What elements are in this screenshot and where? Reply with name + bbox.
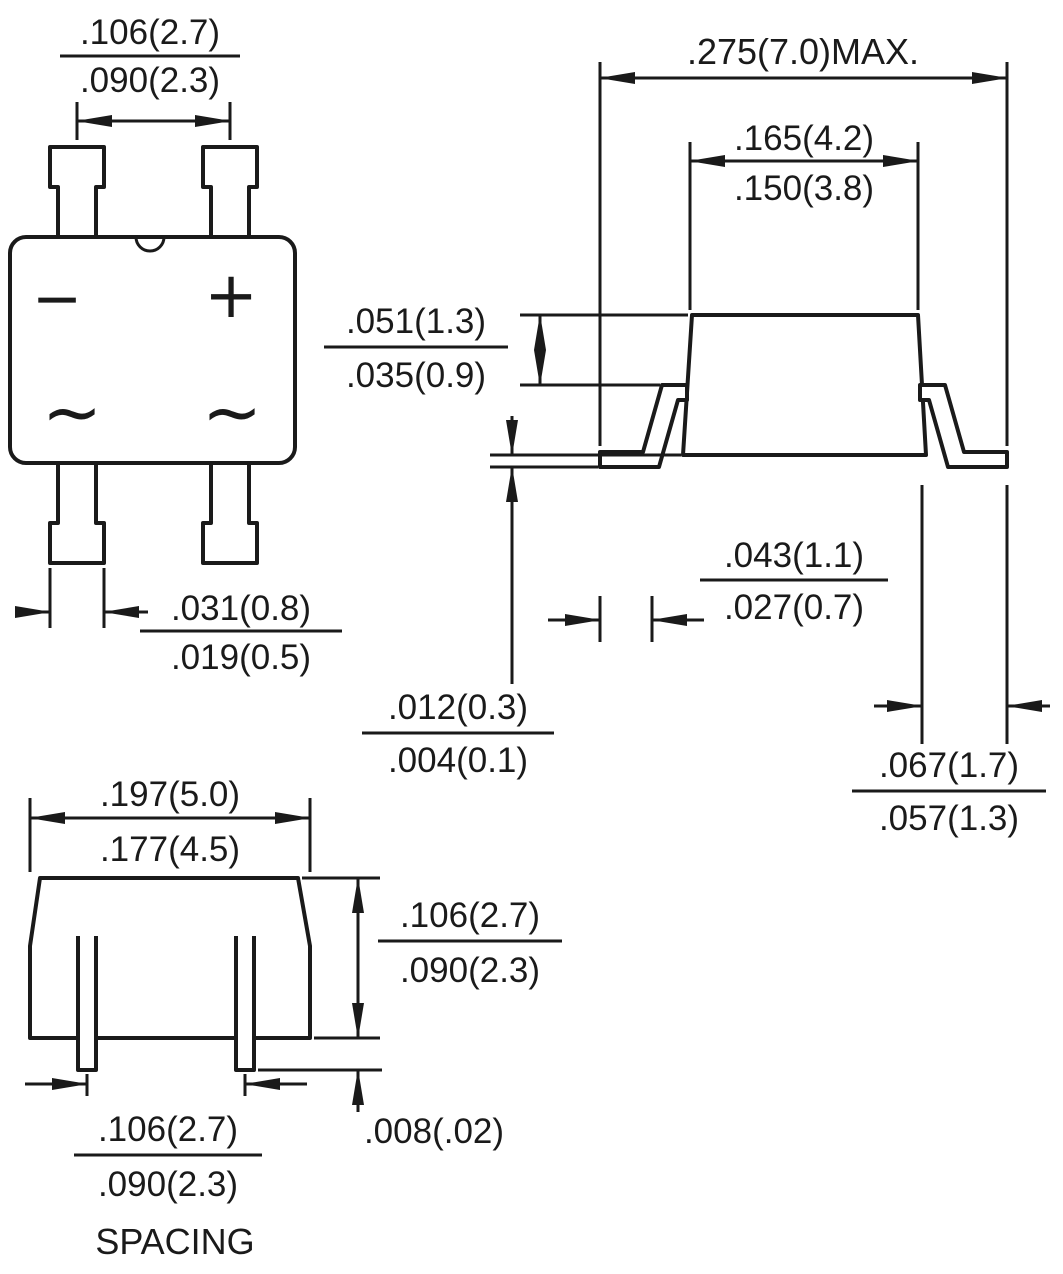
dim-height-min: .090(2.3) bbox=[400, 951, 540, 990]
ac-mark: ~ bbox=[202, 370, 262, 454]
package-body-side-view bbox=[681, 313, 928, 457]
dim-overall: .275(7.0)MAX. bbox=[687, 31, 919, 72]
dim-standoff-max: .012(0.3) bbox=[388, 688, 528, 727]
dim-foot-max: .043(1.1) bbox=[724, 536, 864, 575]
dim-lead-span-min: .090(2.3) bbox=[80, 61, 220, 100]
spacing-caption: SPACING bbox=[95, 1221, 254, 1262]
dim-shoulder-max: .051(1.3) bbox=[346, 302, 486, 341]
minus-mark: − bbox=[32, 264, 82, 334]
dim-spacing-max: .106(2.7) bbox=[98, 1110, 238, 1149]
dim-lead-span-max: .106(2.7) bbox=[80, 13, 220, 52]
dim-body-max: .165(4.2) bbox=[734, 119, 874, 158]
lead-outline bbox=[48, 459, 106, 565]
dim-height-max: .106(2.7) bbox=[400, 896, 540, 935]
lead-outline bbox=[201, 459, 259, 565]
dim-lead-width-max: .031(0.8) bbox=[171, 589, 311, 628]
package-body-front-view bbox=[28, 876, 312, 1040]
orientation-notch bbox=[134, 236, 166, 253]
dim-foot-min: .027(0.7) bbox=[724, 588, 864, 627]
side-view: .275(7.0)MAX. .165(4.2) .150(3.8) .051(1… bbox=[324, 31, 1050, 838]
plus-mark: + bbox=[204, 259, 258, 333]
dim-standoff-front: .008(.02) bbox=[364, 1112, 504, 1151]
dim-standoff-min: .004(0.1) bbox=[388, 741, 528, 780]
ac-mark: ~ bbox=[42, 370, 102, 454]
dim-length-min: .177(4.5) bbox=[100, 830, 240, 869]
dim-body-min: .150(3.8) bbox=[734, 169, 874, 208]
gullwing-lead bbox=[918, 383, 1009, 469]
top-view: − + ~ ~ .106(2.7) .090(2.3) .031(0.8) .0… bbox=[8, 13, 342, 677]
dim-tip-min: .057(1.3) bbox=[879, 799, 1019, 838]
lead-strip bbox=[76, 936, 98, 1072]
package-body-top-view bbox=[8, 235, 297, 465]
dim-shoulder-min: .035(0.9) bbox=[346, 356, 486, 395]
front-view: .197(5.0) .177(4.5) .106(2.7) .090(2.3) … bbox=[25, 775, 562, 1262]
lead-strip bbox=[234, 936, 256, 1072]
gullwing-lead bbox=[598, 383, 689, 469]
dim-tip-max: .067(1.7) bbox=[879, 746, 1019, 785]
dim-lead-width-min: .019(0.5) bbox=[171, 638, 311, 677]
lead-outline bbox=[201, 145, 259, 241]
dim-spacing-min: .090(2.3) bbox=[98, 1165, 238, 1204]
lead-outline bbox=[48, 145, 106, 241]
dim-length-max: .197(5.0) bbox=[100, 775, 240, 814]
